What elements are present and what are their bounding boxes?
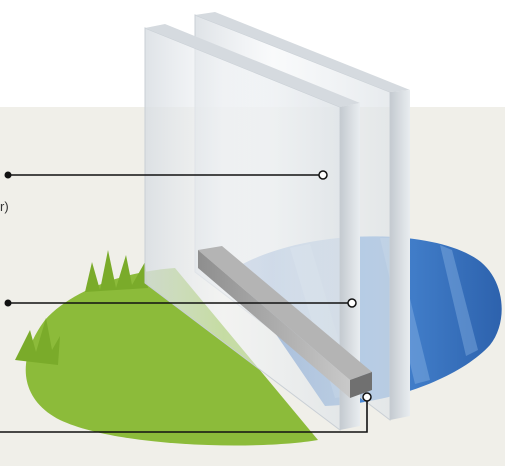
spacer-bar: [198, 246, 372, 398]
callout-ring-gas-gap: [347, 298, 357, 308]
callout-ring-outer-glass: [318, 170, 328, 180]
callout-outer-glass: [4, 170, 328, 180]
callout-line-spacer: [0, 399, 368, 433]
label-fragment: r): [0, 199, 9, 214]
callout-spacer: [0, 392, 372, 433]
grass-blades: [15, 250, 148, 365]
callout-gas-gap: [4, 298, 357, 308]
grass-area: [25, 268, 318, 446]
callout-dot-outer-glass: [4, 171, 12, 179]
callout-ring-spacer: [362, 392, 372, 402]
callout-dot-gas-gap: [4, 299, 12, 307]
